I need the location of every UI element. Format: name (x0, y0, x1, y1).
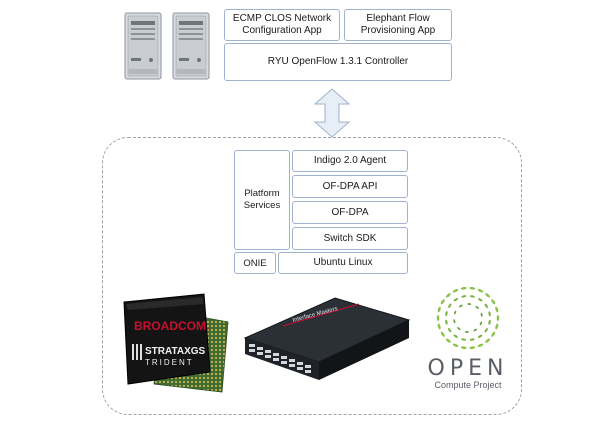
ryu-controller-box: RYU OpenFlow 1.3.1 Controller (224, 43, 452, 81)
stack-layer-switch-sdk: Switch SDK (292, 227, 408, 250)
ocp-leaf (458, 304, 463, 308)
ocp-leaf (479, 321, 483, 326)
bidirectional-arrow-icon (313, 88, 351, 138)
ocp-leaf (445, 338, 451, 343)
ocp-sub-label: Compute Project (434, 380, 502, 390)
ocp-leaf (478, 298, 483, 302)
ocp-leaf (437, 306, 441, 313)
ubuntu-linux-label: Ubuntu Linux (313, 257, 373, 268)
onie-box: ONIE (234, 252, 276, 274)
ocp-leaf (460, 286, 467, 290)
platform-services-line2: Services (243, 200, 281, 211)
ocp-leaf (484, 303, 488, 309)
ocp-leaf (469, 295, 475, 298)
ocp-leaf (469, 346, 476, 350)
ocp-leaf (473, 328, 478, 332)
ocp-leaf (436, 315, 440, 321)
ocp-leaf (452, 288, 459, 293)
ocp-leaf (480, 312, 483, 317)
ecmp-app-label-line1: ECMP CLOS Network (232, 13, 332, 24)
chip-family-label: TRIDENT (145, 358, 194, 367)
ocp-leaf (485, 338, 491, 343)
switch-panel (102, 137, 522, 415)
ocp-leaf (495, 306, 499, 313)
ocp-leaf (461, 295, 467, 298)
server-icon (172, 12, 210, 80)
server-icon (124, 12, 162, 80)
switch-hardware-image: Interface Masters (243, 297, 411, 380)
ocp-leaf (457, 327, 461, 331)
stack-layer-label: OF-DPA API (322, 180, 378, 192)
ocp-leaf (440, 299, 445, 305)
ocp-leaf (445, 293, 451, 298)
stack-layer-indigo-agent: Indigo 2.0 Agent (292, 150, 408, 172)
ocp-leaf (496, 315, 500, 321)
ocp-leaf (491, 331, 496, 337)
chip-model-label: STRATAXGS (145, 346, 206, 357)
ocp-leaf (453, 310, 457, 315)
ecmp-app-label-line2: Configuration App (242, 25, 322, 36)
ubuntu-linux-box: Ubuntu Linux (278, 252, 408, 274)
ocp-leaf (469, 286, 476, 290)
ocp-leaf (477, 288, 484, 293)
ocp-leaf (460, 346, 467, 350)
ocp-leaf (448, 327, 452, 333)
stack-layer-label: OF-DPA (331, 206, 369, 218)
ocp-leaf (445, 319, 448, 325)
ocp-leaf (464, 331, 469, 333)
stack-layer-label: Switch SDK (323, 232, 377, 244)
ryu-controller-label: RYU OpenFlow 1.3.1 Controller (267, 56, 409, 67)
ocp-leaf (448, 303, 452, 308)
ocp-word-label: OPEN (427, 356, 509, 381)
ecmp-app-box: ECMP CLOS Network Configuration App (224, 9, 340, 41)
platform-services-box: Platform Services (234, 150, 290, 250)
ocp-leaf (488, 311, 491, 317)
ocp-leaf (453, 334, 458, 338)
ocp-leaf (437, 323, 441, 330)
ocp-leaf (475, 305, 479, 309)
ocp-leaf (469, 338, 475, 341)
ocp-leaf (485, 293, 491, 298)
ocp-leaf (453, 319, 456, 324)
ocp-leaf (477, 334, 483, 338)
stack-layer-of-dpa: OF-DPA (292, 201, 408, 224)
ocp-logo-icon (436, 286, 500, 350)
ocp-leaf (491, 299, 496, 305)
ocp-leaf (477, 343, 484, 348)
chip-brand-label: BROADCOM. (134, 319, 209, 333)
ocp-leaf (445, 311, 448, 317)
ocp-leaf (453, 298, 459, 302)
ocp-leaf (484, 328, 488, 333)
stack-layer-of-dpa-api: OF-DPA API (292, 175, 408, 198)
ocp-leaf (467, 303, 472, 305)
elephant-flow-app-box: Elephant Flow Provisioning App (344, 9, 452, 41)
stack-layer-label: Indigo 2.0 Agent (313, 155, 387, 166)
ocp-leaf (488, 319, 491, 325)
ocp-leaf (452, 343, 459, 348)
ocp-leaf (461, 338, 467, 341)
platform-services-line1: Platform (244, 188, 280, 199)
broadcom-chip-image: BROADCOM. STRATAXGS TRIDENT (123, 293, 229, 393)
ocp-leaf (495, 323, 499, 330)
onie-label: ONIE (243, 257, 267, 269)
elephant-app-label-line1: Elephant Flow (366, 13, 430, 24)
ocp-leaf (440, 331, 445, 337)
elephant-app-label-line2: Provisioning App (360, 25, 436, 36)
